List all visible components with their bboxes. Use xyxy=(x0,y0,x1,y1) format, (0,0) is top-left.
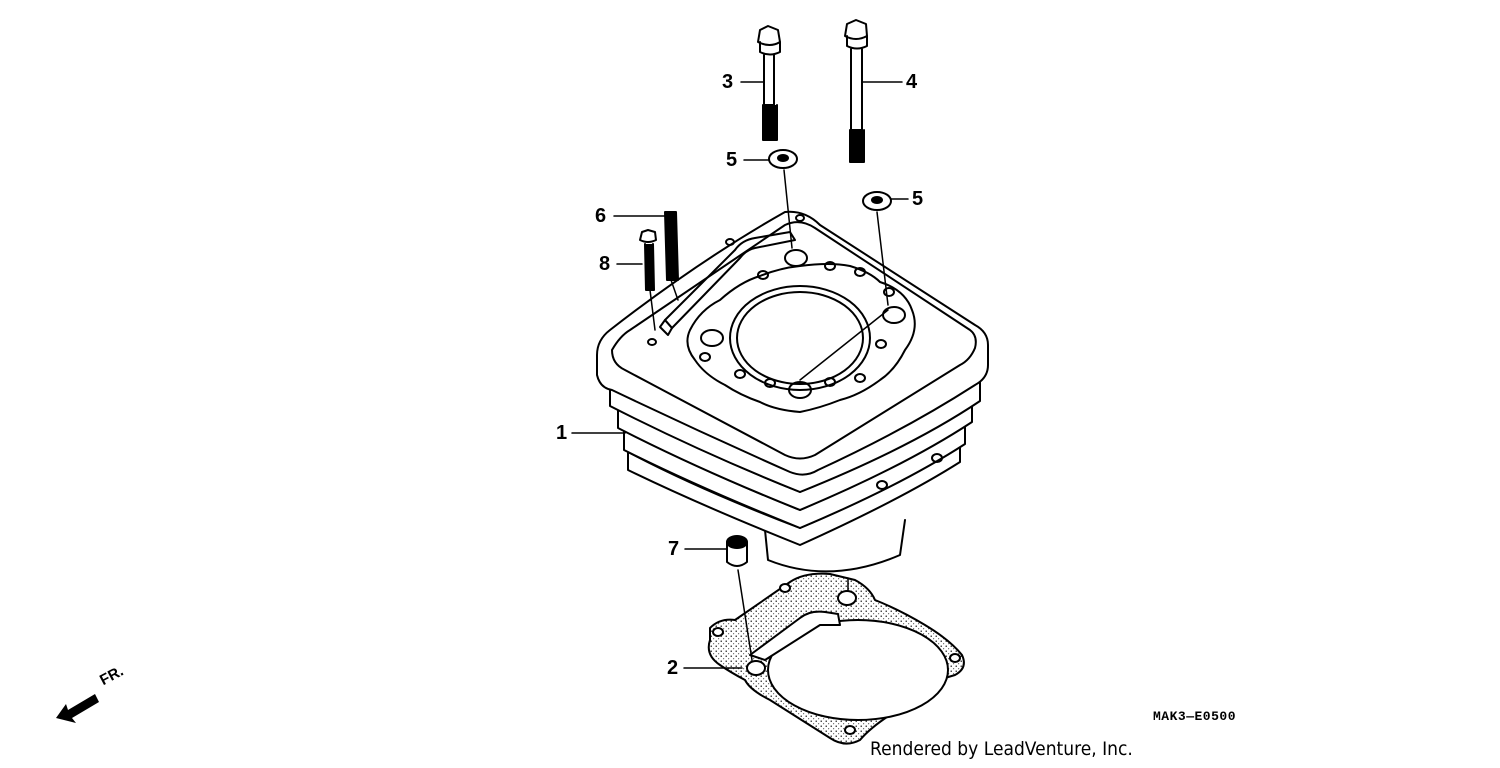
bolt-part-4 xyxy=(844,19,868,163)
cylinder-part xyxy=(596,210,989,573)
stud-part-6 xyxy=(664,211,679,281)
washer-part-5b xyxy=(862,191,892,211)
callout-2: 2 xyxy=(667,657,679,679)
bolt-part-8 xyxy=(639,229,657,291)
callout-1: 1 xyxy=(556,422,568,444)
bolt-part-3 xyxy=(757,25,781,141)
diagram-code: MAK3—E0500 xyxy=(1153,709,1237,724)
callout-8: 8 xyxy=(599,253,611,275)
base-gasket-part xyxy=(707,572,965,745)
callout-5a: 5 xyxy=(726,149,738,171)
leader-lines xyxy=(571,81,909,669)
assembly-guide-lines xyxy=(649,169,889,661)
dowel-pin-part-7 xyxy=(726,535,748,567)
front-direction-arrow-icon xyxy=(56,694,99,723)
callout-4: 4 xyxy=(906,71,918,93)
callout-6: 6 xyxy=(595,205,607,227)
callout-3: 3 xyxy=(722,71,734,93)
washer-part-5a xyxy=(768,149,798,169)
render-credit: Rendered by LeadVenture, Inc. xyxy=(870,738,1133,760)
callout-5b: 5 xyxy=(912,188,924,210)
callout-7: 7 xyxy=(668,538,680,560)
